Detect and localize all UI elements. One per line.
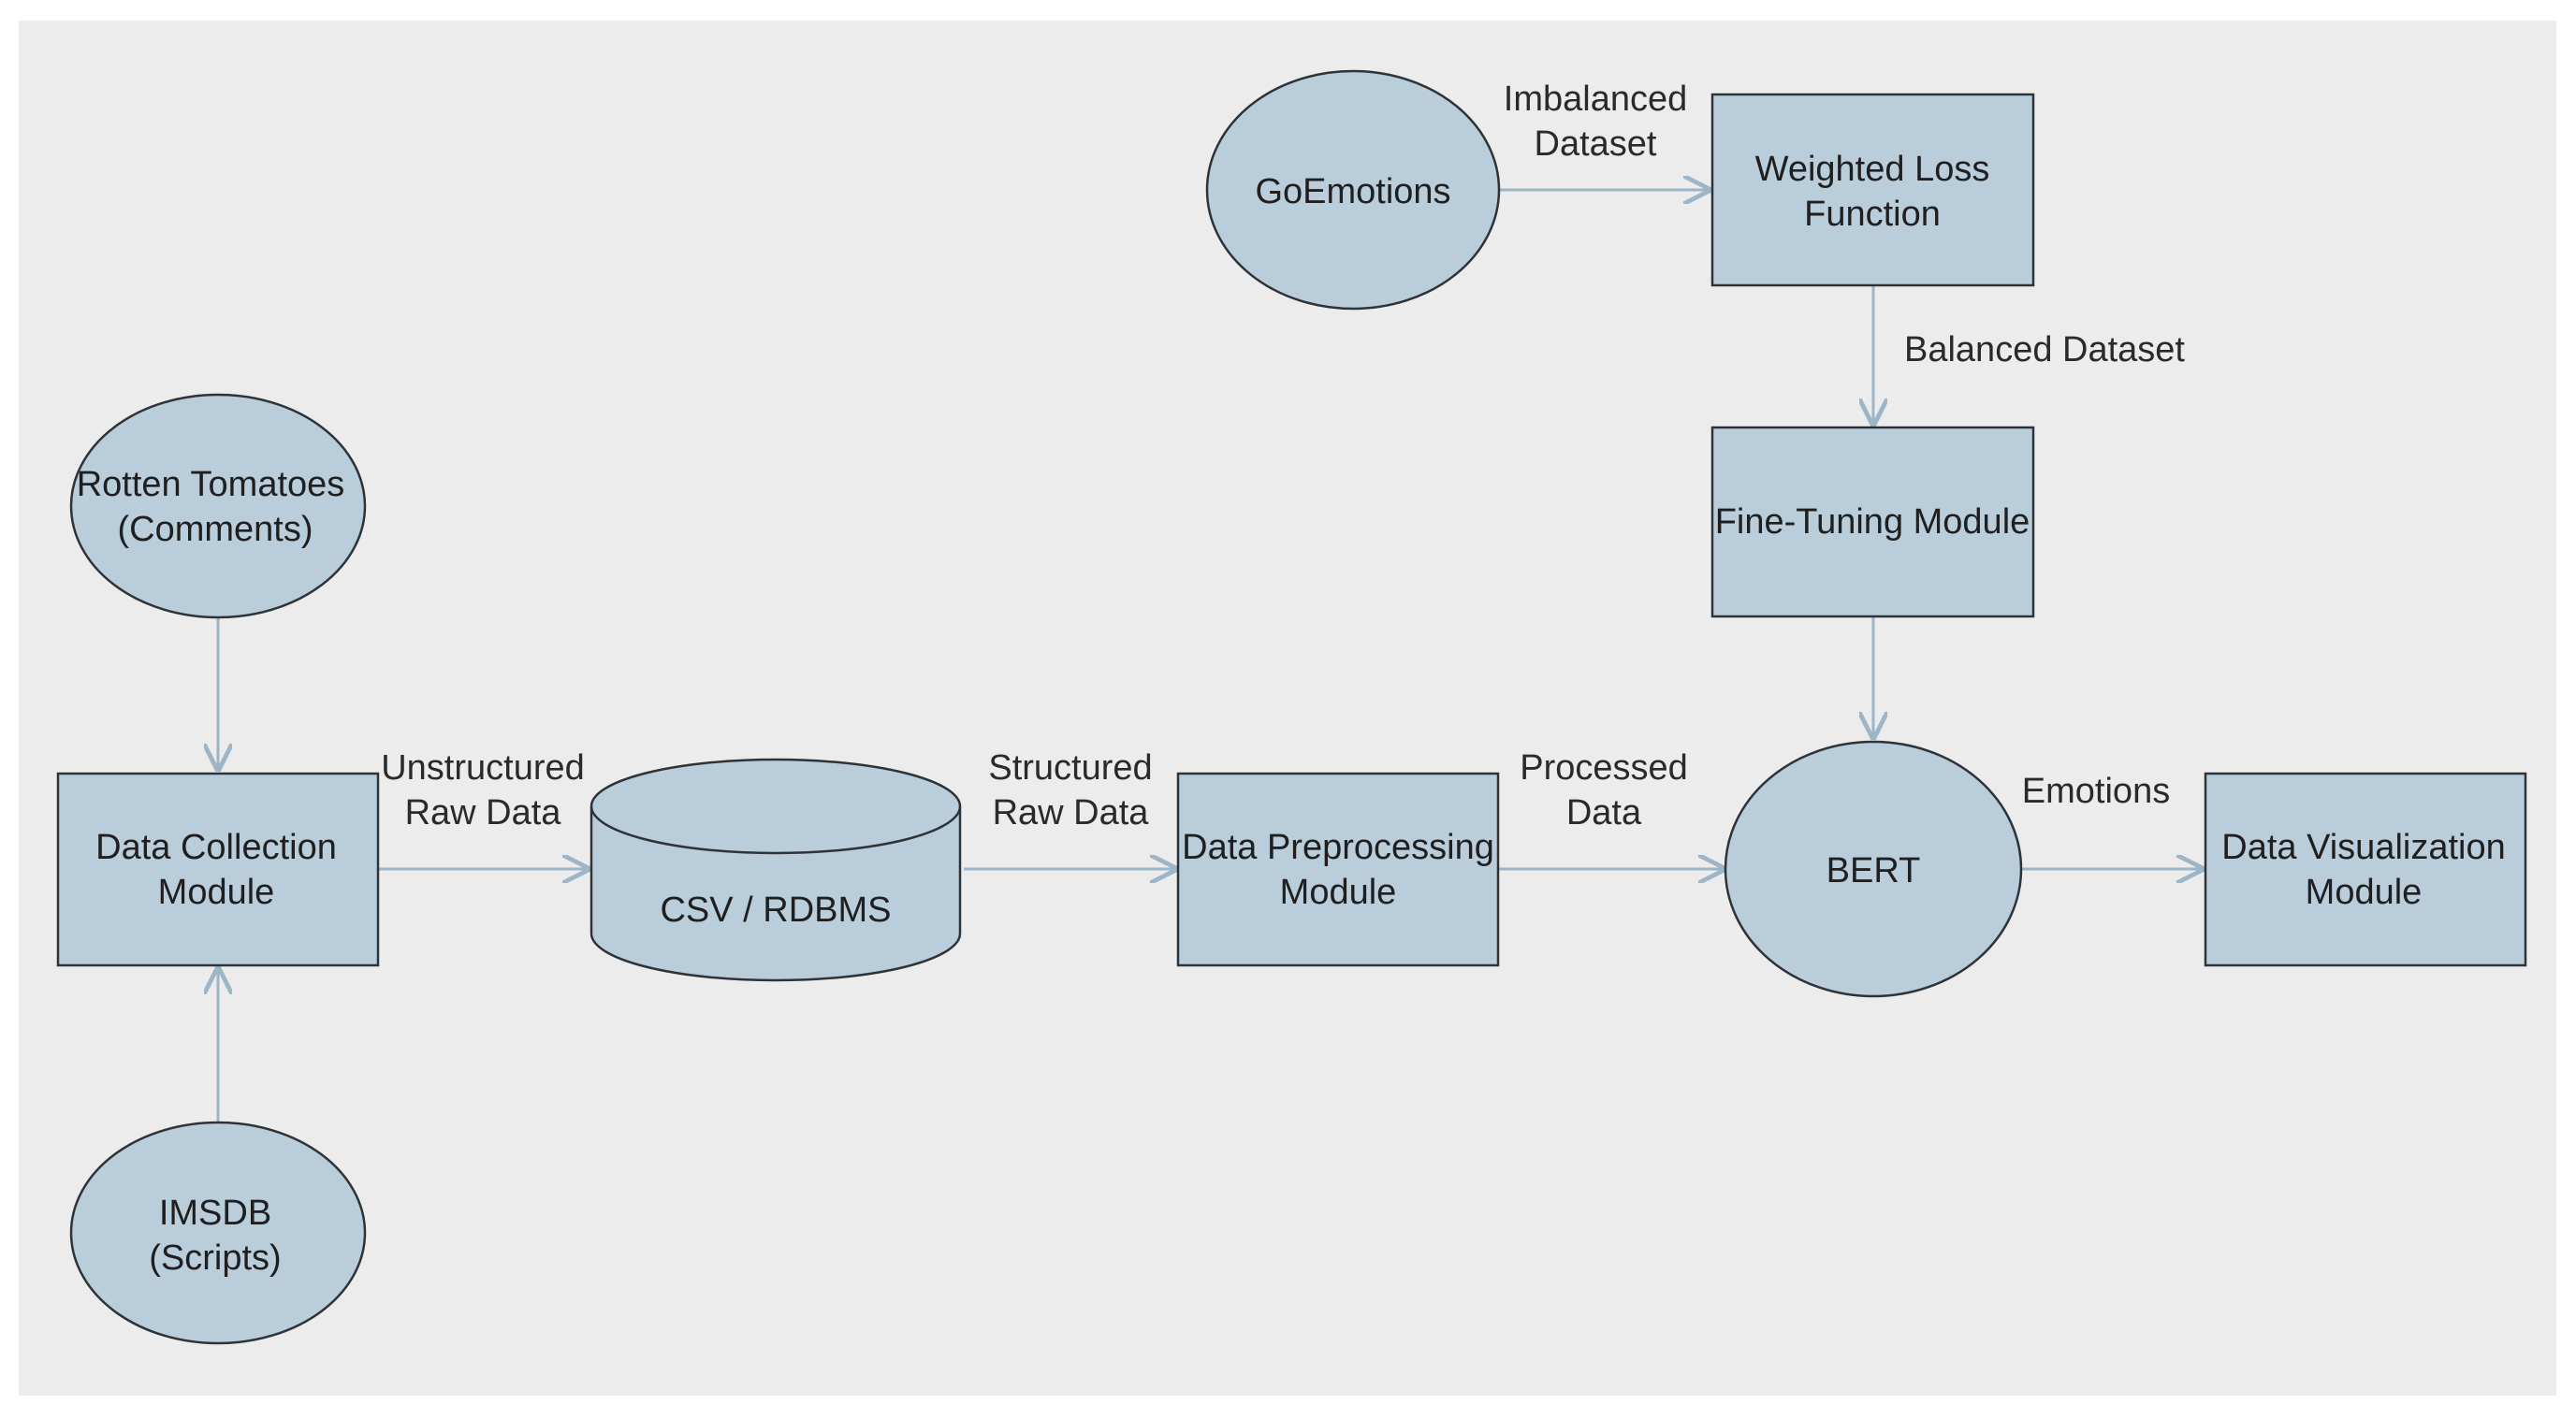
node-data-collection-module: Data Collection Module [56, 772, 380, 967]
data-collection-label-line1: Data Collection [95, 828, 337, 867]
edge-label-unstructured-line1: Unstructured [381, 748, 585, 788]
weighted-loss-label-line2: Function [1804, 195, 1941, 234]
edge-label-unstructured-line2: Raw Data [405, 793, 562, 833]
edge-label-structured-line2: Raw Data [993, 793, 1150, 833]
data-collection-label-line2: Module [158, 873, 275, 912]
node-data-visualization-module: Data Visualization Module [2204, 772, 2527, 967]
edges [218, 190, 2202, 1122]
node-imsdb: IMSDB (Scripts) [69, 1121, 367, 1345]
edge-label-structured-line1: Structured [988, 748, 1152, 788]
rotten-tomatoes-label-line1: Rotten Tomatoes [77, 465, 345, 504]
fine-tuning-label: Fine-Tuning Module [1715, 502, 2030, 542]
edge-label-emotions: Emotions [2022, 772, 2170, 811]
node-goemotions: GoEmotions [1205, 69, 1501, 311]
data-visualization-label-line2: Module [2306, 873, 2423, 912]
imsdb-label-line2: (Scripts) [149, 1238, 281, 1278]
node-data-preprocessing-module: Data Preprocessing Module [1176, 772, 1500, 967]
edge-label-imbalanced-line2: Dataset [1535, 124, 1657, 164]
data-visualization-label-line1: Data Visualization [2221, 828, 2505, 867]
weighted-loss-label-line1: Weighted Loss [1755, 150, 1990, 189]
data-preprocessing-label-line2: Module [1280, 873, 1397, 912]
edge-labels: Imbalanced Dataset Balanced Dataset Unst… [381, 80, 2185, 833]
edge-label-processed-line2: Data [1566, 793, 1642, 833]
goemotions-label: GoEmotions [1255, 172, 1450, 211]
data-preprocessing-label-line1: Data Preprocessing [1182, 828, 1494, 867]
edge-label-imbalanced-line1: Imbalanced [1504, 80, 1687, 119]
csv-rdbms-label: CSV / RDBMS [660, 890, 891, 930]
node-rotten-tomatoes: Rotten Tomatoes (Comments) [69, 393, 367, 619]
edge-label-balanced: Balanced Dataset [1904, 330, 2185, 369]
imsdb-label-line1: IMSDB [159, 1194, 271, 1233]
node-weighted-loss-function: Weighted Loss Function [1710, 93, 2035, 287]
node-fine-tuning-module: Fine-Tuning Module [1710, 426, 2035, 618]
node-csv-rdbms: CSV / RDBMS [589, 758, 962, 982]
node-bert: BERT [1724, 740, 2023, 998]
edge-label-processed-line1: Processed [1520, 748, 1688, 788]
rotten-tomatoes-label-line2: (Comments) [117, 510, 313, 549]
bert-label: BERT [1826, 851, 1921, 890]
